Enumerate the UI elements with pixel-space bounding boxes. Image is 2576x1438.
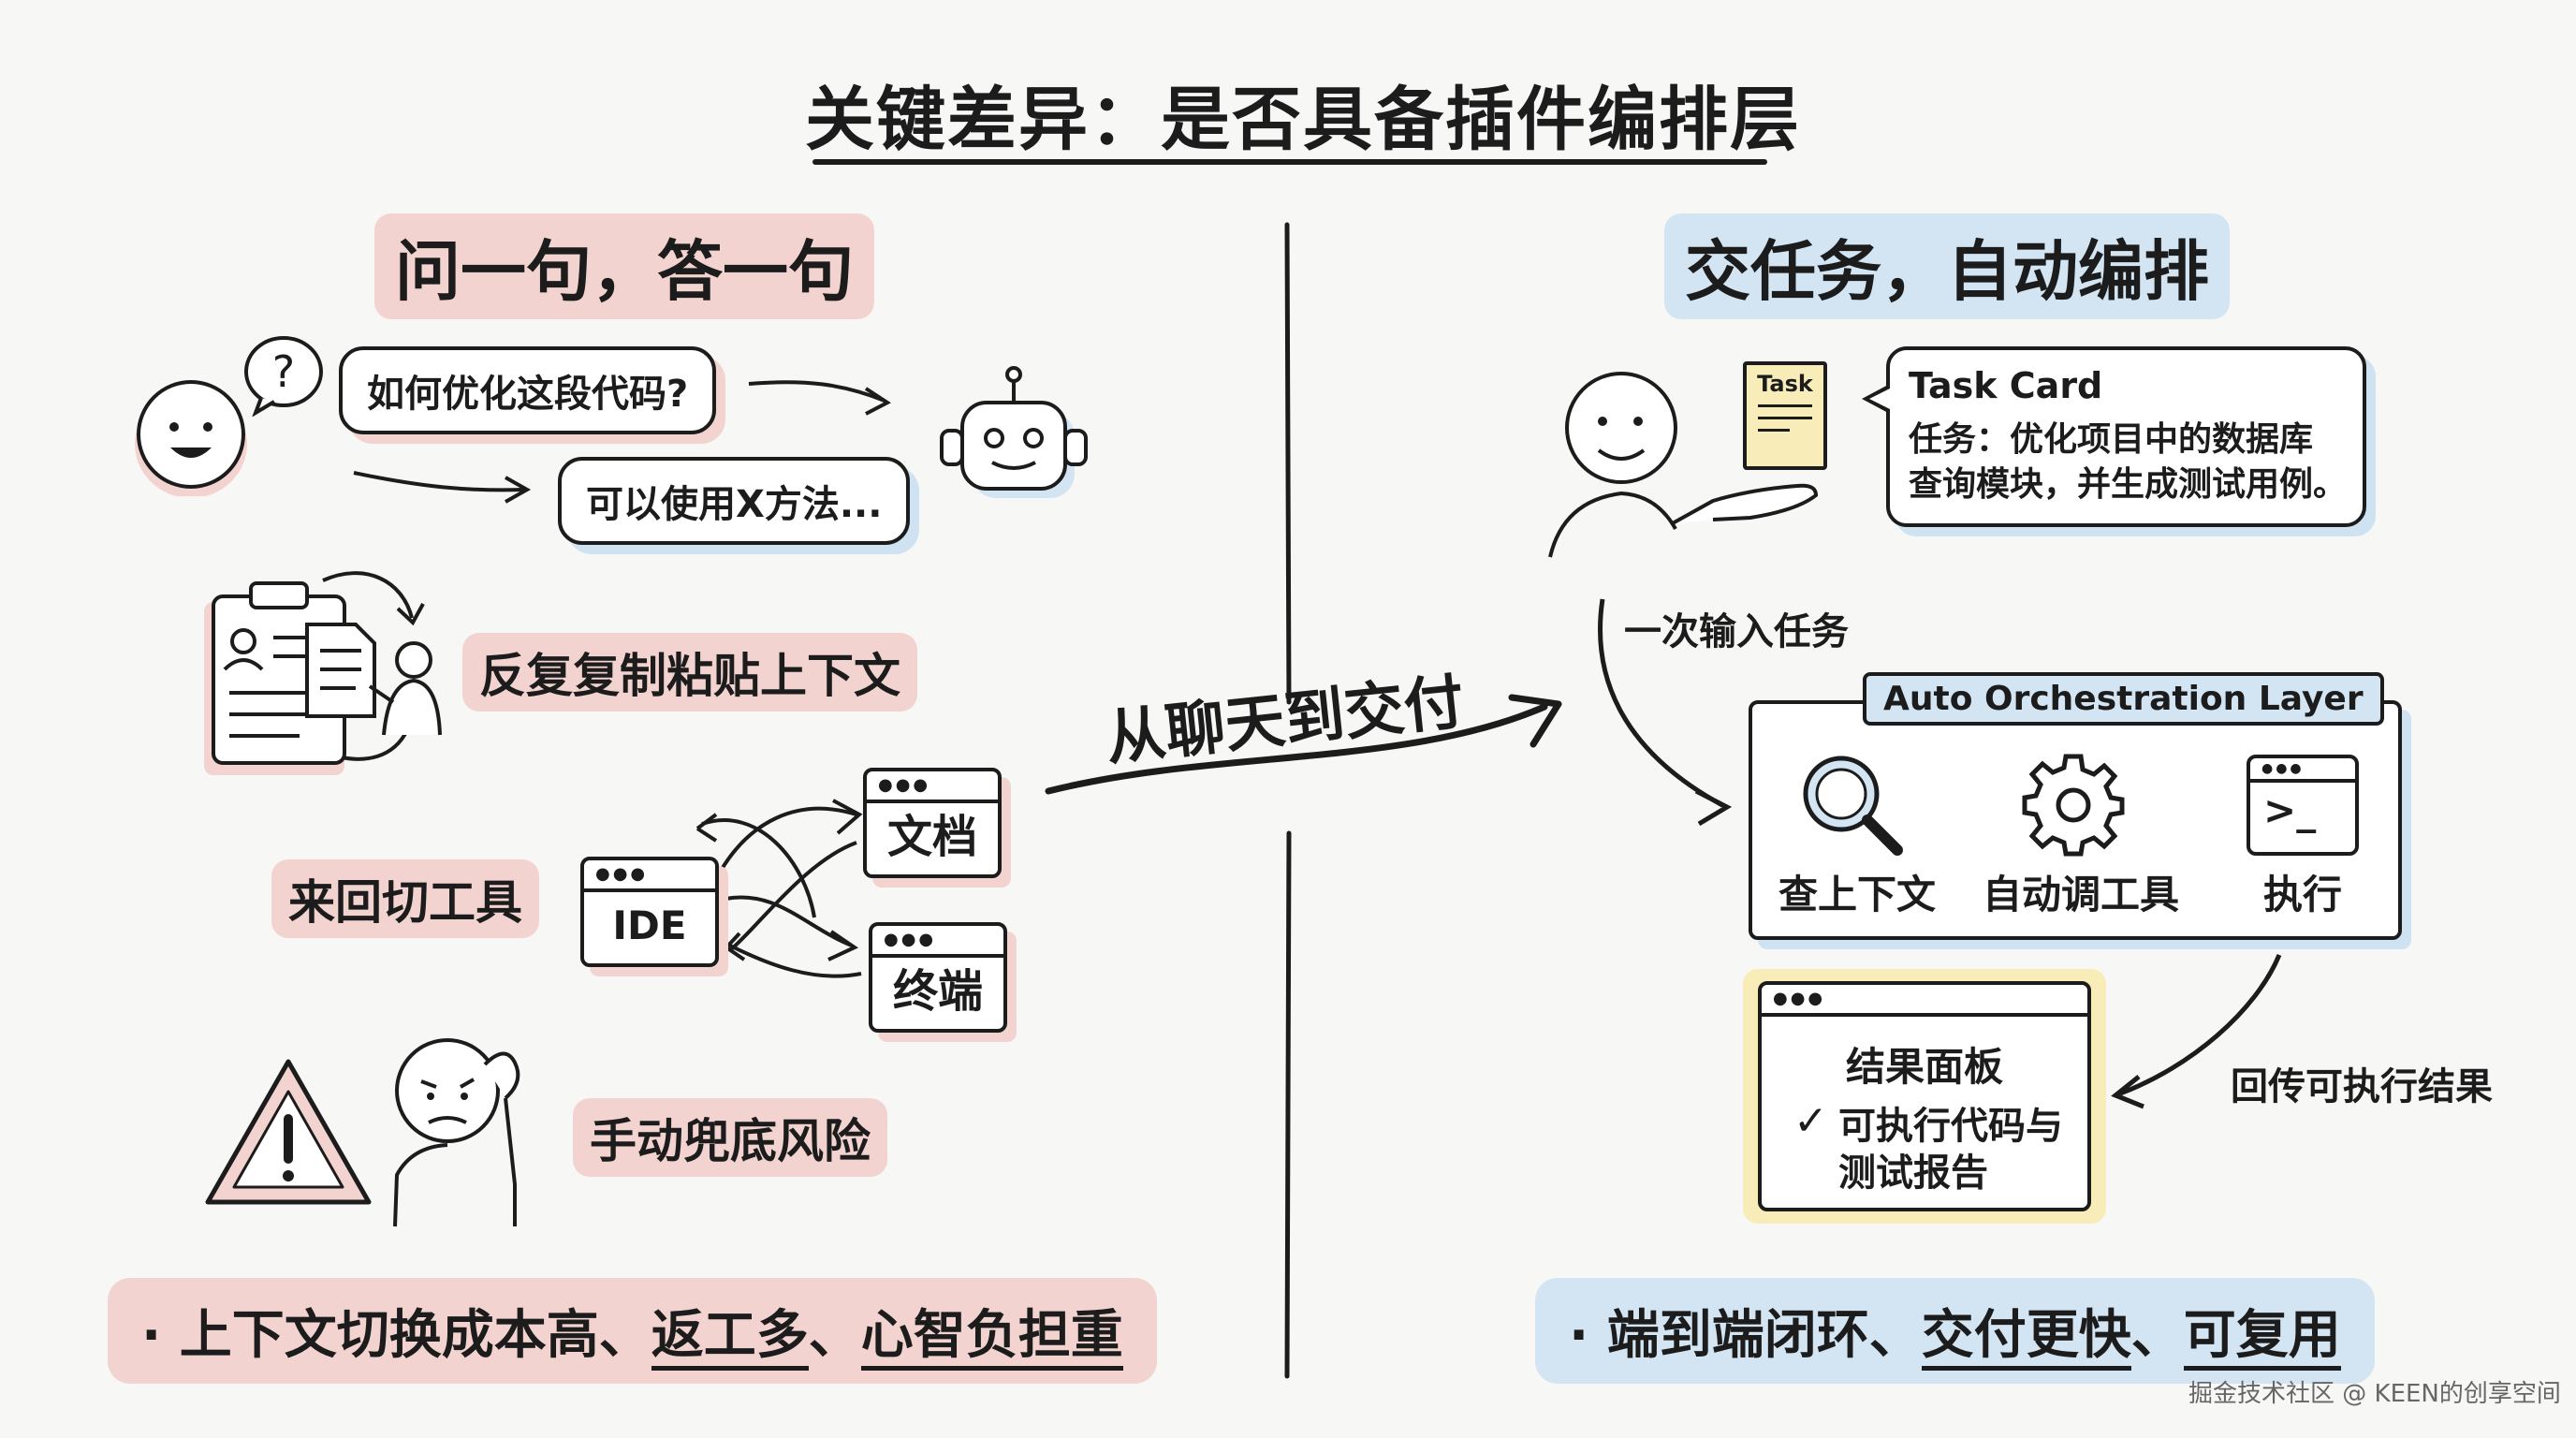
right-heading: 交任务，自动编排 bbox=[1664, 213, 2230, 319]
task-card-line2: 查询模块，并生成测试用例。 bbox=[1909, 465, 2348, 504]
warning-icon bbox=[205, 1059, 372, 1205]
left-summary-sep: 、 bbox=[808, 1305, 861, 1366]
check-icon: ✓ bbox=[1793, 1097, 1828, 1145]
center-arrow bbox=[1045, 703, 1548, 795]
pain-manual-risk: 手动兜底风险 bbox=[573, 1098, 887, 1177]
result-line1: 可执行代码与 bbox=[1838, 1105, 2063, 1148]
input-task-label: 一次输入任务 bbox=[1624, 610, 1849, 653]
right-summary-faster: 交付更快 bbox=[1921, 1305, 2131, 1371]
user-face-icon bbox=[135, 380, 247, 496]
answer-bubble: 可以使用X方法... bbox=[558, 457, 911, 545]
gear-icon bbox=[2022, 754, 2125, 857]
pain-copy-paste: 反复复制粘贴上下文 bbox=[462, 633, 917, 712]
task-card: Task Card 任务：优化项目中的数据库 查询模块，并生成测试用例。 bbox=[1862, 346, 2366, 527]
result-panel: ●●● 结果面板 ✓ 可执行代码与 测试报告 bbox=[1758, 981, 2091, 1211]
left-summary-burden: 心智负担重 bbox=[860, 1305, 1123, 1371]
right-summary-main: 端到端闭环、 bbox=[1606, 1305, 1922, 1366]
execute-terminal-icon: ●●● >_ bbox=[2247, 755, 2359, 856]
step-context: 查上下文 bbox=[1778, 872, 1937, 917]
user-handing-task-icon bbox=[1548, 372, 1819, 558]
step-tools: 自动调工具 bbox=[1983, 872, 2180, 917]
page-title: 关键差异：是否具备插件编排层 bbox=[805, 80, 1801, 160]
watermark: 掘金技术社区 @ KEEN的创享空间 bbox=[2188, 1380, 2561, 1408]
docs-label: 文档 bbox=[886, 811, 977, 863]
title-underline bbox=[812, 159, 1767, 165]
left-summary-rework: 返工多 bbox=[651, 1305, 809, 1371]
question-icon: ? bbox=[244, 336, 323, 417]
task-card-title: Task Card bbox=[1909, 365, 2103, 406]
orchestration-layer-title: Auto Orchestration Layer bbox=[1863, 672, 2384, 726]
right-summary: · 端到端闭环、交付更快、可复用 bbox=[1535, 1278, 2375, 1384]
search-icon bbox=[1803, 756, 1903, 856]
ide-window: ●●● IDE bbox=[580, 857, 719, 967]
worried-person-icon bbox=[393, 1038, 520, 1227]
terminal-window: ●●● 终端 bbox=[869, 922, 1007, 1033]
clipboard-copy-icon bbox=[204, 581, 442, 775]
left-summary: · 上下文切换成本高、返工多、心智负担重 bbox=[108, 1278, 1157, 1384]
right-summary-bullet: · bbox=[1569, 1305, 1589, 1366]
docs-window: ●●● 文档 bbox=[863, 768, 1002, 878]
step-execute: 执行 bbox=[2263, 872, 2343, 917]
terminal-label: 终端 bbox=[892, 965, 983, 1018]
result-panel-title: 结果面板 bbox=[1845, 1044, 2003, 1090]
question-bubble: 如何优化这段代码? bbox=[339, 346, 717, 434]
left-heading: 问一句，答一句 bbox=[374, 213, 874, 319]
right-summary-reusable: 可复用 bbox=[2183, 1305, 2341, 1371]
robot-icon bbox=[940, 366, 1088, 498]
task-document-icon: Task bbox=[1743, 361, 1827, 470]
svg-text:?: ? bbox=[272, 346, 295, 397]
task-doc-label: Task bbox=[1757, 371, 1813, 397]
left-summary-main: 上下文切换成本高、 bbox=[179, 1305, 651, 1366]
left-summary-bullet: · bbox=[141, 1305, 162, 1366]
return-result-label: 回传可执行结果 bbox=[2231, 1065, 2493, 1108]
ide-label: IDE bbox=[612, 902, 687, 948]
task-card-line1: 任务：优化项目中的数据库 bbox=[1909, 420, 2314, 459]
right-summary-sep: 、 bbox=[2130, 1305, 2184, 1366]
pain-switch-tools: 来回切工具 bbox=[271, 859, 539, 938]
result-line2: 测试报告 bbox=[1838, 1152, 1988, 1195]
